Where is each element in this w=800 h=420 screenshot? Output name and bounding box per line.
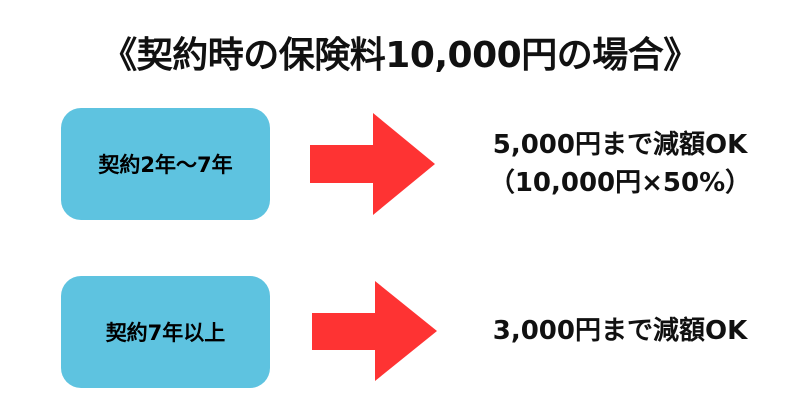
arrow-right-icon — [310, 113, 435, 215]
condition-label: 契約2年～7年 — [98, 153, 233, 177]
result-amount: 5,000円まで減額OK — [492, 130, 748, 160]
diagram-title: 《契約時の保険料10,000円の場合》 — [101, 35, 699, 76]
condition-box-2-to-7-years: 契約2年～7年 — [61, 108, 270, 220]
condition-label: 契約7年以上 — [105, 321, 226, 345]
result-amount: 3,000円まで減額OK — [492, 316, 748, 346]
result-calculation: （10,000円×50%） — [488, 168, 752, 198]
arrow-right-icon — [312, 281, 437, 381]
result-7-years-plus: 3,000円まで減額OK — [470, 312, 770, 350]
result-2-to-7-years: 5,000円まで減額OK （10,000円×50%） — [470, 126, 770, 202]
condition-box-7-years-plus: 契約7年以上 — [61, 276, 270, 388]
